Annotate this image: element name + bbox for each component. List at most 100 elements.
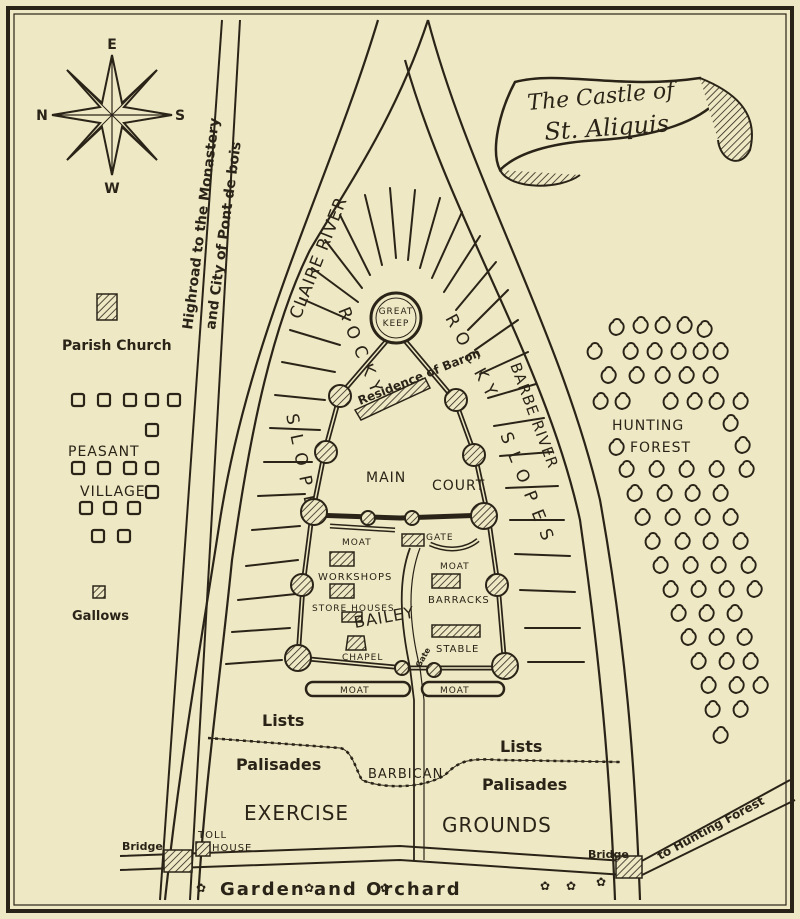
svg-text:✿: ✿ xyxy=(196,881,206,895)
great-keep-ring xyxy=(375,297,417,339)
tree-icon xyxy=(592,392,609,411)
parish-church-label: Parish Church xyxy=(62,338,172,354)
bailey-buildings xyxy=(329,551,481,651)
outside-labels: Lists Lists Palisades Palisades BARBICAN… xyxy=(236,711,567,837)
map-border-inner xyxy=(13,13,787,906)
tree-icon xyxy=(600,366,617,385)
tower xyxy=(394,660,410,676)
great-keep-label-1: GREAT xyxy=(379,307,414,317)
palisade-line xyxy=(207,737,621,787)
tree-icon xyxy=(708,392,725,411)
barracks-building xyxy=(431,573,461,589)
tree-icon xyxy=(652,556,669,575)
tree-icon xyxy=(664,508,681,527)
tree-icon xyxy=(618,460,635,479)
tree-icon xyxy=(722,414,739,433)
svg-text:✿: ✿ xyxy=(596,875,606,889)
tree-icon xyxy=(670,604,687,623)
tree-icon xyxy=(710,556,727,575)
barbe-river xyxy=(403,19,642,901)
barbican-label: BARBICAN xyxy=(368,767,443,782)
tree-icon xyxy=(622,342,639,361)
village-label: VILLAGE xyxy=(80,484,146,500)
wall-towers xyxy=(284,384,519,680)
residence-of-baron-building xyxy=(353,377,432,421)
tree-icon xyxy=(654,316,671,335)
compass-west: W xyxy=(104,181,119,197)
compass-east: E xyxy=(107,37,117,53)
outer-moat-label-west: MOAT xyxy=(340,686,370,696)
tree-icon xyxy=(712,726,729,745)
tree-icon xyxy=(722,508,739,527)
great-keep-label-2: KEEP xyxy=(383,319,410,329)
tree-icon xyxy=(608,318,625,337)
workshops-building xyxy=(329,583,355,599)
tree-icon xyxy=(742,652,759,671)
tree-icon xyxy=(700,676,717,695)
lists-label-west: Lists xyxy=(262,711,304,730)
hunting-forest-trees xyxy=(586,316,769,745)
tree-icon xyxy=(670,342,687,361)
tree-icon xyxy=(614,392,631,411)
tree-icon xyxy=(740,556,757,575)
grounds-label: GROUNDS xyxy=(442,813,552,837)
tree-icon xyxy=(662,392,679,411)
tree-icon xyxy=(728,676,745,695)
tower xyxy=(462,443,486,467)
tree-icon xyxy=(608,438,625,457)
tree-icon xyxy=(696,320,713,339)
stable-label: STABLE xyxy=(436,644,479,655)
tree-icon xyxy=(752,676,769,695)
inner-moat-water xyxy=(329,525,479,550)
east-bridge-label: Bridge xyxy=(588,848,629,861)
tree-icon xyxy=(718,652,735,671)
svg-text:✿: ✿ xyxy=(304,881,314,895)
tree-icon xyxy=(708,628,725,647)
tree-icon xyxy=(690,580,707,599)
tower xyxy=(404,510,420,526)
tree-icon xyxy=(734,436,751,455)
tree-icon xyxy=(634,508,651,527)
svg-text:✿: ✿ xyxy=(380,881,390,895)
tower xyxy=(328,384,352,408)
tree-icon xyxy=(648,460,665,479)
tower xyxy=(314,440,338,464)
tree-icon xyxy=(702,532,719,551)
exercise-label: EXERCISE xyxy=(244,801,349,825)
bailey-path-edge xyxy=(410,547,425,860)
tower xyxy=(485,573,509,597)
tree-icon xyxy=(676,316,693,335)
tree-icon xyxy=(698,604,715,623)
toll-house-label-2: HOUSE xyxy=(212,843,252,854)
inner-moat-label-west: MOAT xyxy=(342,538,372,548)
tree-icon xyxy=(646,342,663,361)
west-bridge-label: Bridge xyxy=(122,840,163,853)
tower xyxy=(284,644,312,672)
tree-icon xyxy=(746,580,763,599)
tower xyxy=(470,502,498,530)
tree-icon xyxy=(674,532,691,551)
west-bridge xyxy=(163,849,193,873)
tree-icon xyxy=(692,342,709,361)
compass-south: S xyxy=(175,108,185,124)
peasant-label: PEASANT xyxy=(68,444,140,460)
tree-icon xyxy=(732,700,749,719)
banner-curl-right xyxy=(699,77,753,162)
tree-icon xyxy=(684,484,701,503)
tree-icon xyxy=(726,604,743,623)
highroad xyxy=(159,19,241,901)
outer-moat-east xyxy=(420,680,506,698)
store-houses-label: STORE HOUSES xyxy=(312,604,395,614)
tree-icon xyxy=(702,366,719,385)
tower xyxy=(290,573,314,597)
gallows-icon xyxy=(92,585,106,599)
compass-north: N xyxy=(36,108,48,124)
tree-icon xyxy=(586,342,603,361)
tree-icon xyxy=(704,700,721,719)
banner-scroll xyxy=(494,76,720,173)
palisades-label-east: Palisades xyxy=(482,775,567,794)
compass-rose: E W N S xyxy=(36,37,185,197)
tower xyxy=(360,510,376,526)
peasant-village-houses xyxy=(70,392,182,544)
tower xyxy=(426,662,442,678)
